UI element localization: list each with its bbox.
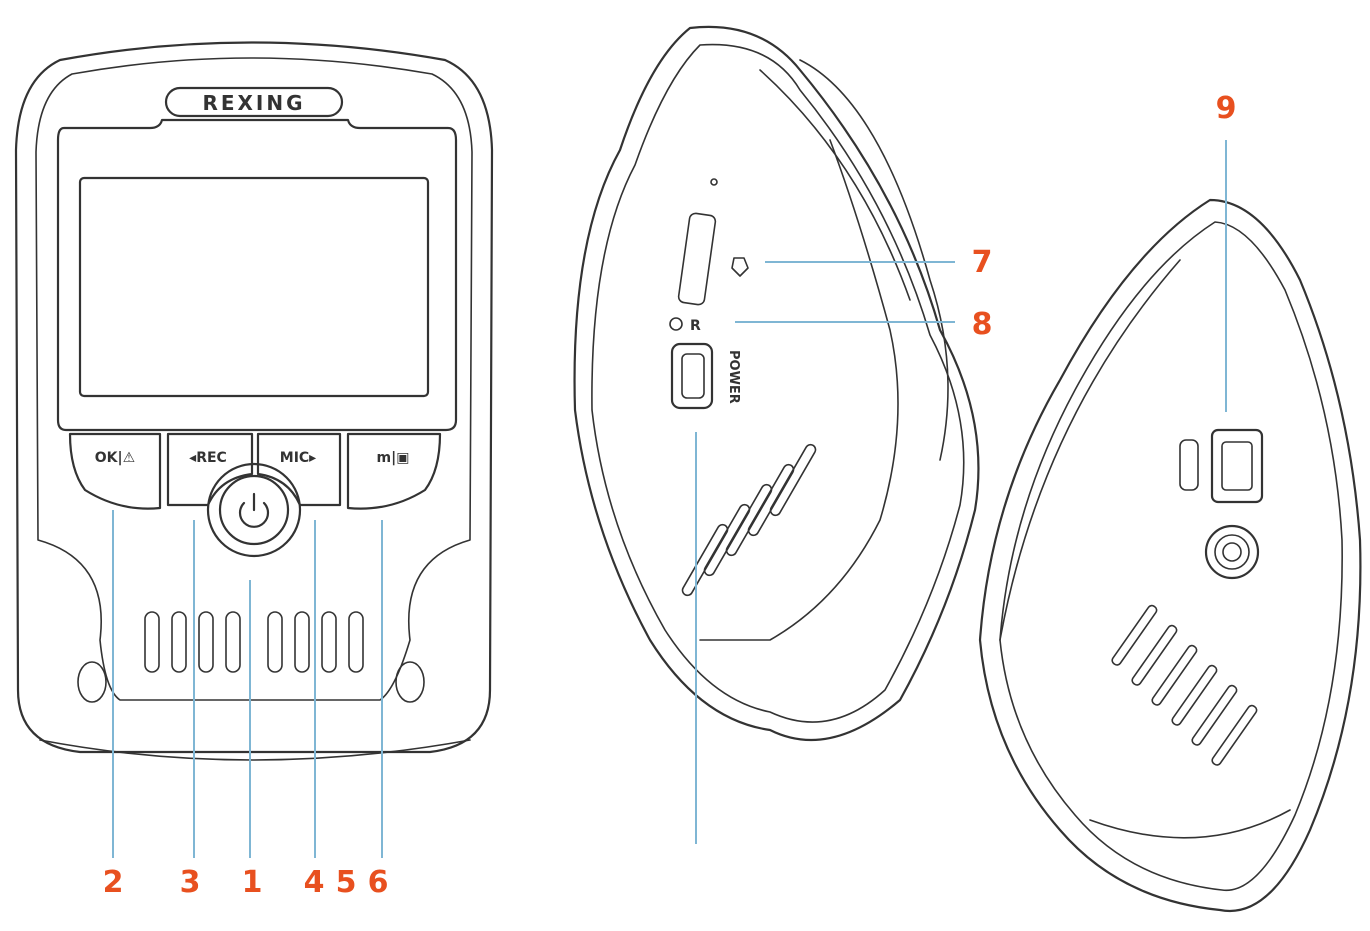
side-view-left: R POWER xyxy=(573,25,980,742)
power-label: POWER xyxy=(726,350,741,404)
reset-label: R xyxy=(690,318,701,334)
side-vent xyxy=(681,443,817,597)
callout-2: 2 xyxy=(103,865,124,900)
side-power-button[interactable] xyxy=(670,342,714,410)
front-view: REXING OK|⚠ ◂REC MIC▸ m|▣ xyxy=(14,41,494,761)
callout-8: 8 xyxy=(972,307,993,342)
power-button[interactable] xyxy=(206,462,302,558)
button-mic[interactable]: MIC▸ xyxy=(256,432,342,507)
display-screen xyxy=(78,176,430,398)
callout-3: 3 xyxy=(180,865,201,900)
right-vent xyxy=(1111,604,1258,766)
svg-text:m|▣: m|▣ xyxy=(377,450,410,466)
brand-logo-text: REXING xyxy=(202,91,305,115)
callout-7: 7 xyxy=(972,245,993,280)
button-ok[interactable]: OK|⚠ xyxy=(68,432,162,510)
speaker-grille xyxy=(144,611,364,673)
callout-4: 4 xyxy=(304,865,325,900)
leader-lines xyxy=(112,140,1227,858)
usb-port[interactable] xyxy=(1210,428,1264,504)
svg-text:◂REC: ◂REC xyxy=(189,450,227,466)
mount-socket xyxy=(1204,524,1260,580)
side-view-right xyxy=(978,198,1362,913)
svg-text:MIC▸: MIC▸ xyxy=(280,450,316,466)
callout-numbers: 2 3 1 4 5 6 7 8 9 xyxy=(103,91,1237,900)
callout-9: 9 xyxy=(1216,91,1237,126)
callout-5: 5 xyxy=(336,865,357,900)
button-menu[interactable]: m|▣ xyxy=(346,432,442,510)
callout-1: 1 xyxy=(242,865,263,900)
callout-6: 6 xyxy=(368,865,389,900)
svg-text:OK|⚠: OK|⚠ xyxy=(95,450,135,466)
